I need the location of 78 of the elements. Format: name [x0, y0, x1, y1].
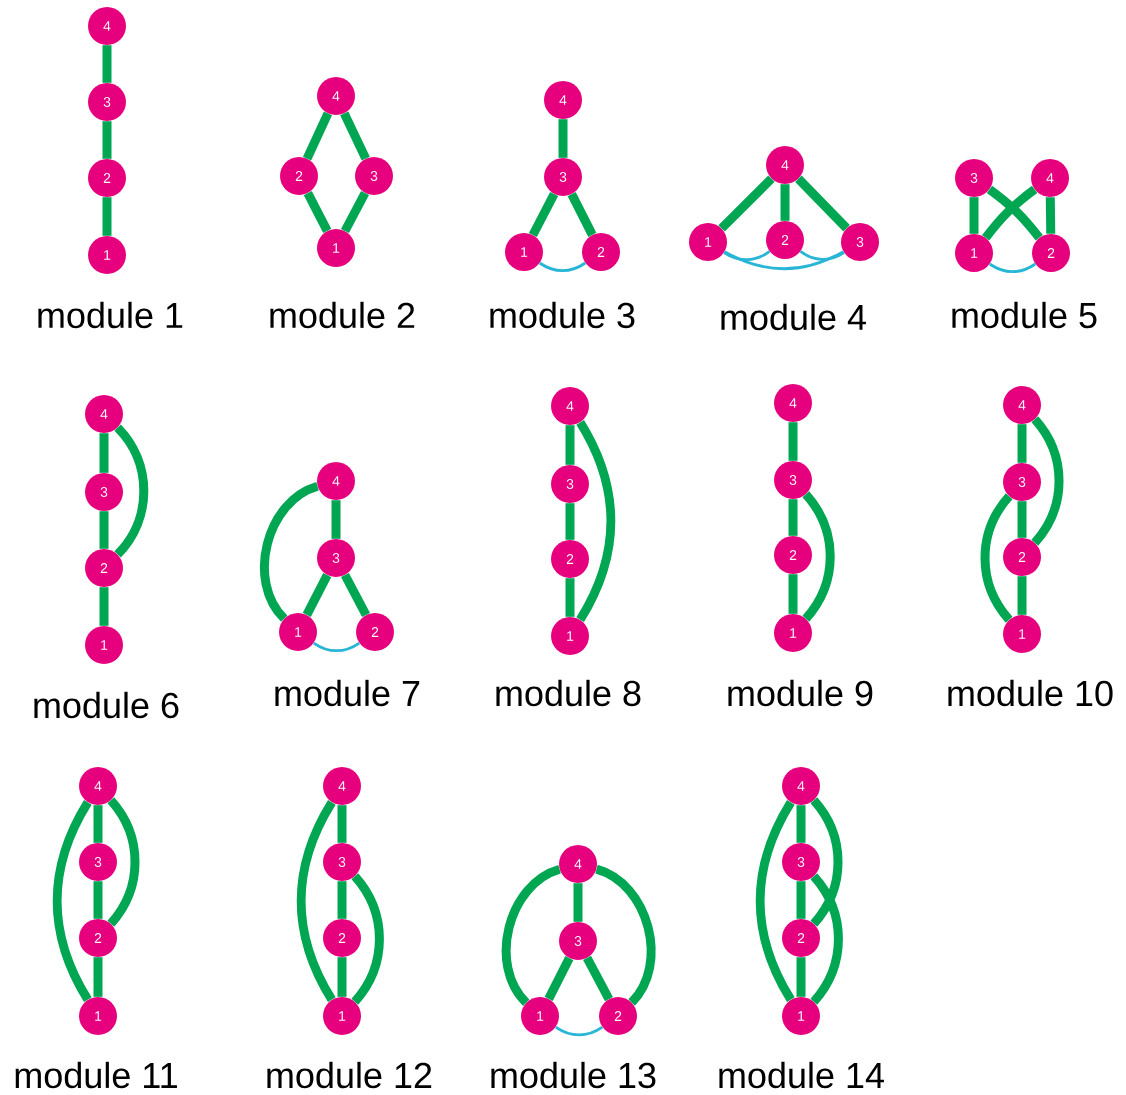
- connector-line: [594, 864, 656, 1006]
- connector-line: [93, 881, 103, 919]
- link-line: [723, 250, 771, 262]
- connector-line: [788, 422, 798, 461]
- connector-line: [795, 175, 850, 232]
- connector-line: [1045, 197, 1056, 234]
- module-label: module 12: [267, 1061, 432, 1089]
- connector-line: [337, 881, 347, 919]
- connector-line: [1031, 416, 1064, 546]
- module-label: module 5: [952, 301, 1097, 329]
- connector-line: [1017, 576, 1027, 615]
- connector-line: [341, 190, 370, 234]
- module-label: module 4: [721, 303, 866, 331]
- connector-line: [501, 865, 562, 1006]
- connector-line: [303, 111, 333, 161]
- link-line: [799, 250, 845, 261]
- link-line: [555, 1025, 604, 1037]
- connector-line: [583, 955, 613, 1002]
- connector-line: [796, 805, 806, 843]
- module-label: module 14: [719, 1061, 884, 1089]
- module-label: module 10: [948, 679, 1113, 707]
- connector-line: [810, 797, 843, 927]
- connector-line: [102, 45, 112, 83]
- connector-line: [351, 873, 384, 1005]
- connector-line: [93, 957, 103, 997]
- module-label: module 8: [496, 679, 641, 707]
- connector-line: [755, 800, 795, 1002]
- connector-line: [780, 184, 790, 221]
- connector-line: [565, 578, 575, 617]
- connector-line: [558, 119, 568, 158]
- connector-line: [565, 503, 575, 540]
- connector-line: [296, 800, 336, 1002]
- connector-line: [102, 197, 112, 236]
- link-line: [989, 262, 1037, 273]
- connector-line: [573, 883, 583, 922]
- link-line: [539, 261, 587, 272]
- module-label: module 3: [490, 301, 635, 329]
- link-line: [724, 250, 845, 271]
- connector-line: [331, 500, 341, 539]
- connector-line: [1017, 424, 1027, 463]
- connector-line: [93, 805, 103, 843]
- connector-line: [980, 493, 1013, 623]
- connector-line: [802, 491, 835, 622]
- connector-line: [567, 192, 597, 237]
- module-label: module 7: [275, 679, 420, 707]
- connector-line: [260, 482, 320, 622]
- connector-line: [528, 191, 559, 238]
- connector-line: [1017, 501, 1027, 538]
- module-label: module 1: [38, 301, 183, 329]
- connector-line: [99, 587, 109, 626]
- connector-line: [576, 420, 616, 622]
- connector-line: [302, 573, 332, 617]
- module-label: module 2: [270, 301, 415, 329]
- connector-line: [99, 433, 109, 473]
- connector-line: [107, 797, 140, 927]
- connector-line: [718, 175, 775, 232]
- connector-line: [788, 499, 798, 536]
- link-line: [312, 641, 361, 652]
- connector-line: [340, 111, 370, 161]
- connector-line: [796, 957, 806, 997]
- connector-line: [99, 511, 109, 549]
- connector-line: [796, 881, 806, 919]
- connector-line: [303, 191, 332, 233]
- module-label: module 13: [491, 1061, 656, 1089]
- connector-line: [341, 572, 371, 618]
- module-label: module 9: [728, 679, 873, 707]
- connector-line: [52, 800, 92, 1002]
- module-label: module 11: [15, 1061, 177, 1089]
- connector-line: [337, 957, 347, 997]
- connector-line: [810, 873, 843, 1005]
- connector-line: [969, 197, 979, 234]
- connector-line: [114, 424, 149, 558]
- connector-line: [102, 121, 112, 159]
- connector-line: [337, 805, 347, 843]
- connector-line: [544, 956, 574, 1001]
- connector-line: [565, 425, 575, 465]
- connector-line: [788, 574, 798, 614]
- module-label: module 6: [34, 691, 179, 719]
